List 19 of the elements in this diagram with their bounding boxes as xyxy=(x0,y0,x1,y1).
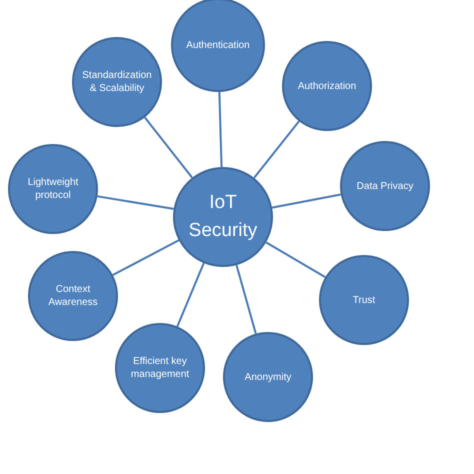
connector-line xyxy=(97,195,174,210)
topic-label: Authentication xyxy=(186,38,250,52)
topic-label: Efficient key management xyxy=(130,355,190,381)
connector-line xyxy=(144,116,193,178)
topic-label: Trust xyxy=(352,294,376,306)
topic-label: Lightweight protocol xyxy=(26,176,80,202)
topic-label: Context Awareness xyxy=(47,283,99,309)
connector-line xyxy=(253,120,300,178)
connector-line xyxy=(112,239,180,276)
topic-label: Anonymity xyxy=(244,370,292,384)
connector-line xyxy=(272,193,341,209)
connector-line xyxy=(218,92,223,168)
topic-label: Data Privacy xyxy=(356,180,414,192)
topic-label: Standardization & Scalability xyxy=(82,69,152,95)
connector-line xyxy=(176,262,205,327)
connector-line xyxy=(236,264,257,334)
topic-label: Authorization xyxy=(298,80,356,92)
title-text: IoT Security xyxy=(188,191,258,243)
connector-line xyxy=(266,242,326,278)
